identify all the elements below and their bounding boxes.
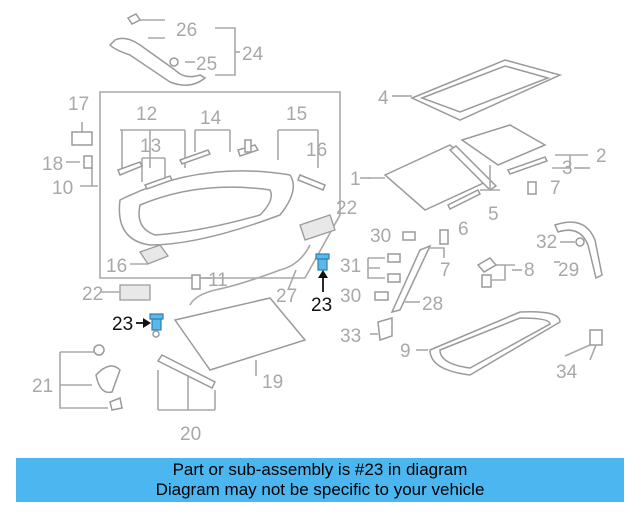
part-group-right <box>367 221 603 314</box>
callout-22-upper: 22 <box>336 198 357 219</box>
part-info-banner: Part or sub-assembly is #23 in diagram D… <box>16 458 624 502</box>
part-group-17-18 <box>66 122 98 187</box>
callout-16-lower: 16 <box>106 256 127 277</box>
callout-7-upper: 7 <box>550 178 561 199</box>
callout-23-upper: 23 <box>311 295 332 316</box>
callout-21: 21 <box>32 376 53 397</box>
callout-11: 11 <box>208 270 228 291</box>
callout-34: 34 <box>556 362 578 383</box>
callout-5: 5 <box>488 204 499 225</box>
parts-diagram: 26 24 25 17 18 10 12 13 14 15 16 16 22 2… <box>32 13 607 445</box>
callout-leaders <box>100 95 591 376</box>
sunroof-frame-group <box>99 91 341 279</box>
callout-31: 31 <box>340 256 361 277</box>
banner-line-2: Diagram may not be specific to your vehi… <box>155 480 485 499</box>
callout-6: 6 <box>458 219 469 240</box>
callout-10: 10 <box>52 178 73 199</box>
callout-22-lower: 22 <box>82 284 103 305</box>
callout-7-lower: 7 <box>440 260 451 281</box>
part-group-1-3 <box>368 124 588 211</box>
callout-24: 24 <box>242 44 264 65</box>
callout-13: 13 <box>140 136 161 157</box>
callout-numbers: 26 24 25 17 18 10 12 13 14 15 16 16 22 2… <box>32 20 607 445</box>
callout-3: 3 <box>562 158 573 179</box>
callout-25: 25 <box>196 54 217 75</box>
callout-2: 2 <box>596 146 607 167</box>
part-group-9-34 <box>377 310 603 376</box>
callout-14: 14 <box>200 108 222 129</box>
part-group-19-27 <box>119 214 336 411</box>
glass-panel-4 <box>404 59 563 121</box>
callout-28: 28 <box>422 294 443 315</box>
callout-33: 33 <box>340 326 361 347</box>
callout-19: 19 <box>262 372 283 393</box>
callout-20: 20 <box>180 424 201 445</box>
callout-9: 9 <box>400 341 411 362</box>
part-23-bolt-lower[interactable] <box>136 313 164 338</box>
callout-18: 18 <box>42 154 63 175</box>
callout-8: 8 <box>524 260 535 281</box>
part-group-24 <box>108 13 240 86</box>
part-23-bolt-upper[interactable] <box>315 253 330 292</box>
part-group-21 <box>59 344 123 411</box>
callout-17: 17 <box>68 94 89 115</box>
callout-30-lower: 30 <box>340 286 361 307</box>
callout-12: 12 <box>136 104 157 125</box>
callout-29: 29 <box>558 260 579 281</box>
callout-32: 32 <box>536 232 557 253</box>
callout-27: 27 <box>276 286 297 307</box>
callout-4: 4 <box>378 88 389 109</box>
callout-1: 1 <box>350 169 361 190</box>
callout-26: 26 <box>176 20 197 41</box>
callout-15: 15 <box>286 104 307 125</box>
banner-line-1: Part or sub-assembly is #23 in diagram <box>172 460 468 479</box>
callout-30-upper: 30 <box>370 226 391 247</box>
callout-16-upper: 16 <box>306 140 327 161</box>
callout-23-lower: 23 <box>112 314 133 335</box>
